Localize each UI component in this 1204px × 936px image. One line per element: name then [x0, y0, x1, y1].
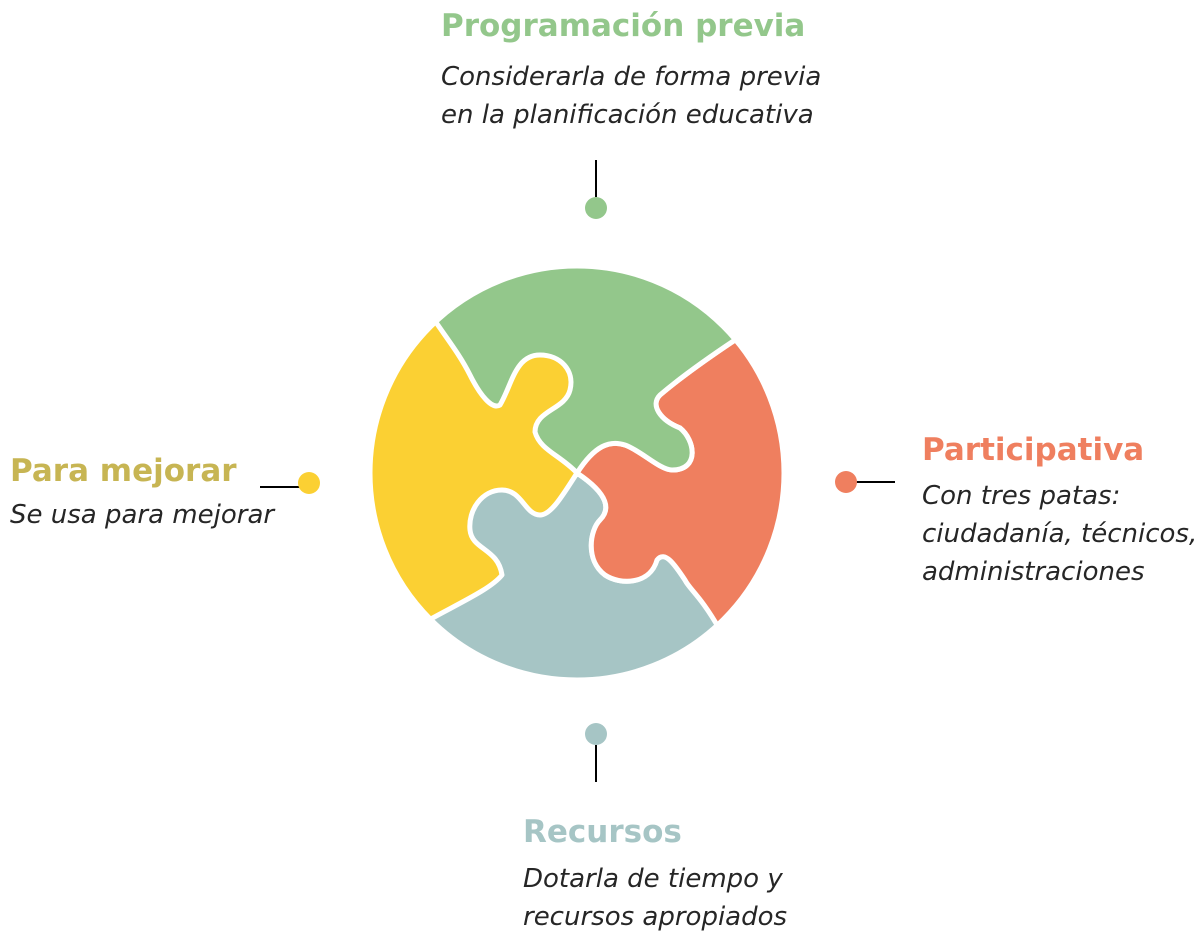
label-description: Dotarla de tiempo y recursos apropiados [523, 860, 787, 936]
connector-dot-left [298, 472, 320, 494]
label-participativa: Participativa Con tres patas: ciudadanía… [922, 432, 1197, 591]
connector-dot-right [835, 471, 857, 493]
label-para-mejorar: Para mejorar Se usa para mejorar [10, 453, 274, 534]
connector-dot-bottom [585, 723, 607, 745]
label-title: Programación previa [441, 8, 806, 44]
label-title: Para mejorar [10, 453, 237, 489]
puzzle-piece-top [417, 267, 763, 476]
description-line: Dotarla de tiempo y [523, 864, 783, 894]
label-recursos: Recursos Dotarla de tiempo y recursos ap… [523, 814, 787, 936]
label-programacion-previa: Programación previa Considerarla de form… [441, 8, 821, 134]
label-title: Recursos [523, 814, 682, 850]
label-description: Considerarla de forma previa en la plani… [441, 58, 821, 134]
description-line: en la planificación educativa [441, 100, 814, 130]
description-line: ciudadanía, técnicos, [922, 519, 1198, 549]
label-description: Se usa para mejorar [10, 496, 274, 534]
description-line: Con tres patas: [922, 481, 1121, 511]
description-line: Se usa para mejorar [10, 500, 275, 530]
description-line: recursos apropiados [523, 902, 788, 932]
label-title: Participativa [922, 432, 1145, 468]
connector-dot-top [585, 197, 607, 219]
description-line: administraciones [922, 557, 1145, 587]
description-line: Considerarla de forma previa [441, 62, 822, 92]
label-description: Con tres patas: ciudadanía, técnicos, ad… [922, 477, 1197, 591]
